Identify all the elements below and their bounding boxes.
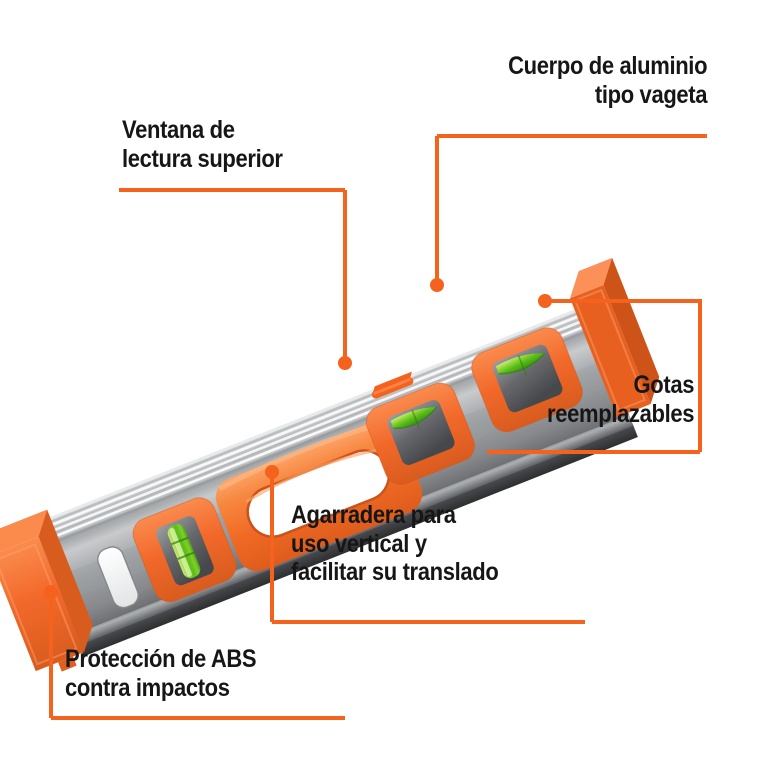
callout-dot [265, 465, 279, 479]
callout-ventana-lectura-superior[interactable]: Ventana de lectura superior [122, 116, 305, 173]
callout-label: Agarradera para uso vertical y facilitar… [291, 501, 499, 586]
callout-dot [338, 356, 352, 370]
callout-agarradera-uso-vertical[interactable]: Agarradera para uso vertical y facilitar… [291, 501, 527, 587]
end-cap-left [0, 509, 93, 672]
end-cap-right [570, 257, 660, 418]
top-reading-window [371, 371, 414, 399]
callout-proteccion-abs[interactable]: Protección de ABS contra impactos [65, 645, 282, 702]
callout-dot [430, 278, 444, 292]
callout-dot [538, 294, 552, 308]
callout-label: Cuerpo de aluminio tipo vageta [507, 52, 707, 109]
callout-leaders [49, 134, 707, 720]
callout-cuerpo-de-aluminio[interactable]: Cuerpo de aluminio tipo vageta [481, 52, 707, 109]
callout-label: Ventana de lectura superior [122, 116, 283, 173]
vial-housing-right [471, 327, 583, 433]
callout-dot [44, 585, 58, 599]
callout-dots [44, 278, 552, 599]
callout-gotas-reemplazables[interactable]: Gotas reemplazables [527, 371, 694, 428]
handle-grip [215, 419, 423, 572]
vial-housing-center [365, 382, 475, 485]
spirit-level [0, 257, 660, 672]
beam-cutouts [97, 546, 139, 609]
callout-label: Protección de ABS contra impactos [65, 645, 257, 702]
beam-top-rail [38, 298, 604, 552]
callout-leader-line [545, 299, 702, 452]
vial-housing-left [132, 497, 237, 603]
callout-label: Gotas reemplazables [546, 371, 694, 428]
